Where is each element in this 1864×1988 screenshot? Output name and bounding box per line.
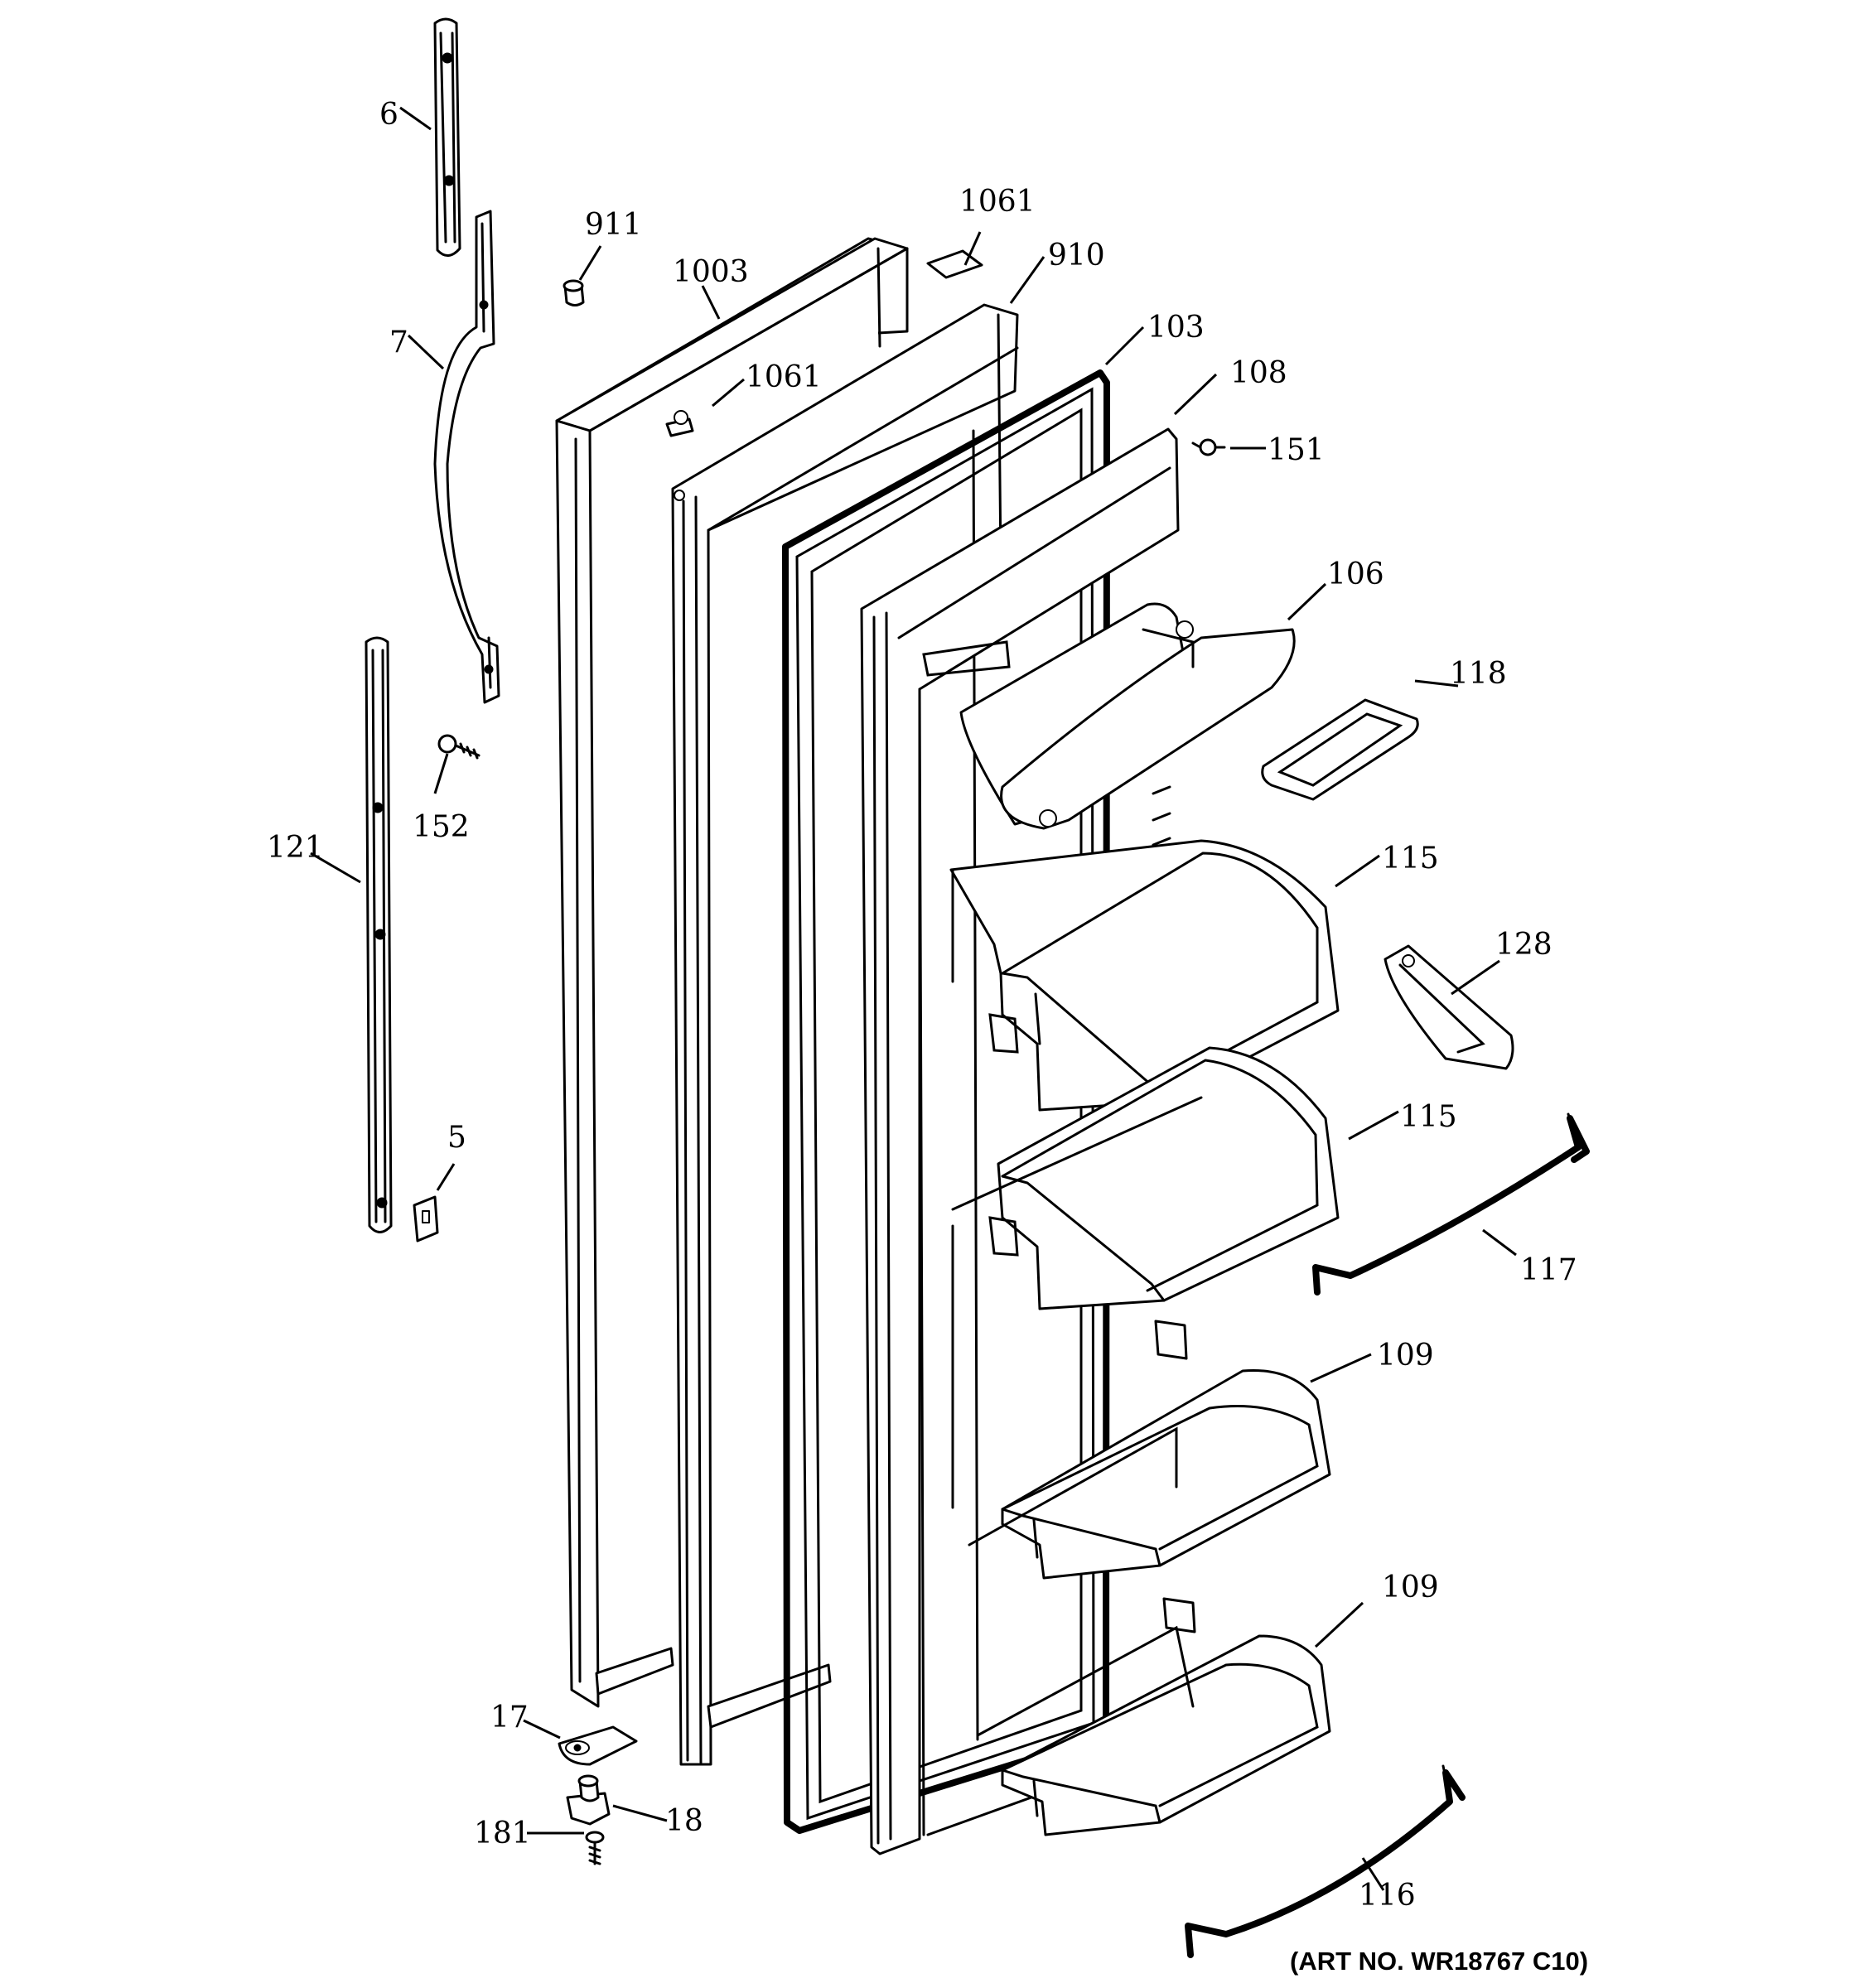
callout-7: 7 xyxy=(389,326,408,359)
liner-block-lower xyxy=(1162,1597,1196,1633)
part-115-bin-upper[interactable] xyxy=(949,839,1340,1112)
callout-108: 108 xyxy=(1230,356,1287,390)
part-115-bin-lower[interactable] xyxy=(951,1046,1340,1509)
callout-911: 911 xyxy=(585,208,642,242)
liner-block-upper xyxy=(1154,1320,1188,1360)
part-121-trim-long[interactable] xyxy=(365,636,393,1233)
callout-109-upper: 109 xyxy=(1377,1339,1434,1373)
part-1003-door-outer[interactable] xyxy=(555,237,909,1708)
callout-1003: 1003 xyxy=(673,255,749,289)
callout-128: 128 xyxy=(1495,928,1553,962)
callout-121: 121 xyxy=(267,831,324,865)
callout-117: 117 xyxy=(1520,1253,1577,1287)
art-number: (ART NO. WR18767 C10) xyxy=(1290,1947,1588,1976)
callout-151: 151 xyxy=(1268,433,1325,467)
part-106-dispenser-cover[interactable] xyxy=(922,602,1296,847)
part-17-hinge[interactable] xyxy=(558,1725,638,1766)
part-108-inner-liner[interactable] xyxy=(860,427,1180,1855)
part-117-wire-bar[interactable] xyxy=(1312,1112,1590,1296)
part-7-handle[interactable] xyxy=(433,210,500,704)
callout-5: 5 xyxy=(447,1121,466,1155)
part-910-inner-frame[interactable] xyxy=(671,303,1019,1766)
callout-6: 6 xyxy=(379,98,398,132)
callout-181: 181 xyxy=(474,1817,531,1850)
callout-labels: 6 7 121 152 5 911 1003 1061 1061 910 103… xyxy=(267,98,1577,1913)
callout-115-lower: 115 xyxy=(1400,1100,1457,1134)
part-1061-bracket-top[interactable] xyxy=(926,249,983,279)
part-152-screw[interactable] xyxy=(437,734,480,760)
part-1061-clip[interactable] xyxy=(665,410,694,437)
callout-118: 118 xyxy=(1450,657,1507,691)
part-128-bracket[interactable] xyxy=(1384,944,1514,1070)
callout-1061-lower: 1061 xyxy=(746,360,822,394)
callout-106: 106 xyxy=(1327,557,1384,591)
callout-109-lower: 109 xyxy=(1382,1571,1439,1604)
part-109-shelf-lower[interactable] xyxy=(976,1625,1331,1836)
part-118-tray[interactable] xyxy=(1261,698,1419,801)
callout-18: 18 xyxy=(665,1804,703,1838)
part-6-trim-top[interactable] xyxy=(433,17,461,257)
part-181-screw[interactable] xyxy=(585,1831,605,1865)
part-116-wire-bar[interactable] xyxy=(1185,1764,1466,1958)
leader-lines xyxy=(310,106,1517,1891)
callout-17: 17 xyxy=(490,1701,529,1735)
callout-1061-top: 1061 xyxy=(959,185,1036,219)
part-151-screw[interactable] xyxy=(1191,438,1226,456)
part-911-cap[interactable] xyxy=(563,279,585,306)
part-109-shelf-upper[interactable] xyxy=(968,1368,1331,1580)
callout-115-upper: 115 xyxy=(1382,842,1439,876)
callout-152: 152 xyxy=(413,810,470,844)
callout-910: 910 xyxy=(1048,239,1105,273)
callout-103: 103 xyxy=(1147,311,1205,345)
part-5-clip[interactable] xyxy=(413,1195,439,1242)
callout-116: 116 xyxy=(1359,1879,1416,1913)
part-18-hinge-pin[interactable] xyxy=(566,1774,611,1826)
